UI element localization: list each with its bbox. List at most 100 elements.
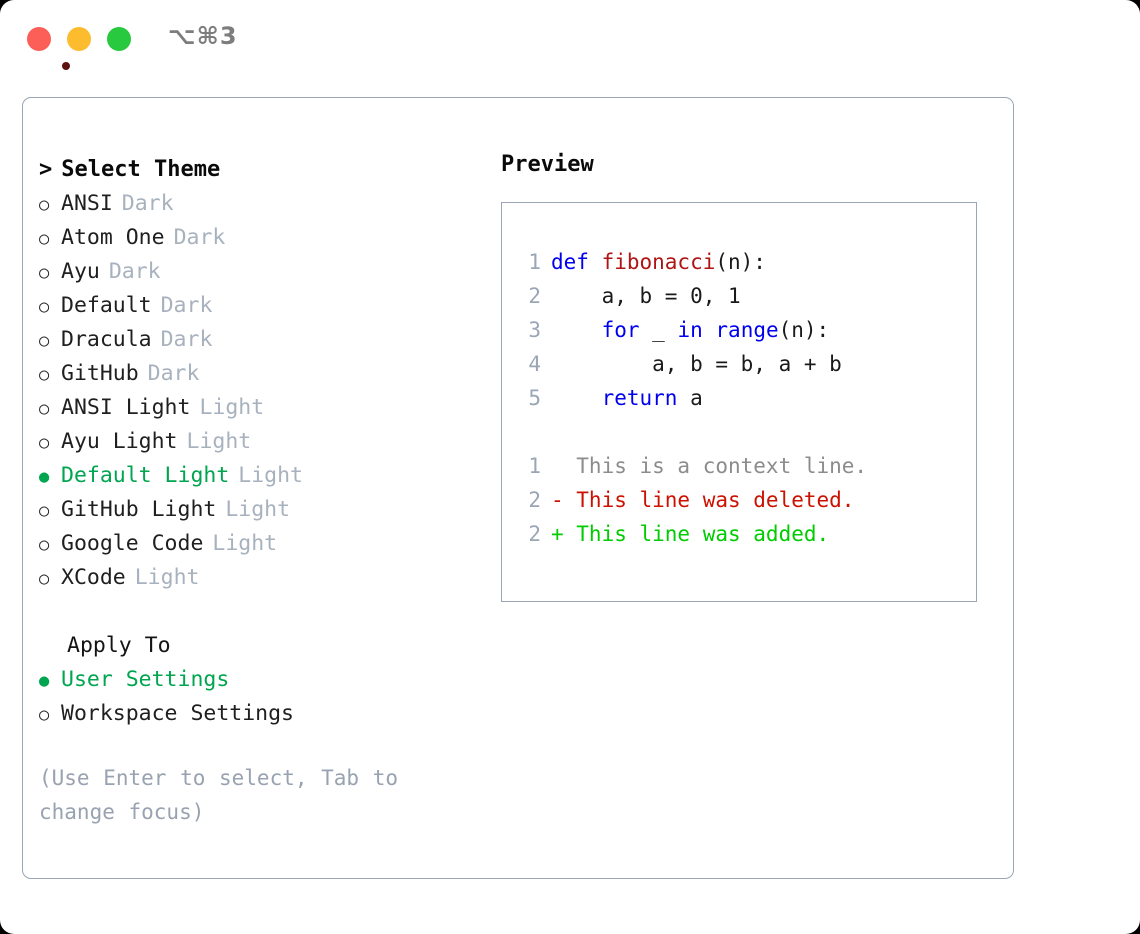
code-token <box>703 318 716 342</box>
keyboard-hint-text: (Use Enter to select, Tab to change focu… <box>39 766 399 824</box>
code-token: in <box>677 318 703 342</box>
theme-name: Ayu <box>61 259 100 284</box>
code-token: def <box>551 250 602 274</box>
radio-selected-icon <box>39 459 61 494</box>
code-token: for <box>601 318 640 342</box>
theme-name: Default Light <box>61 463 230 488</box>
theme-name: GitHub <box>61 361 139 386</box>
theme-list-item[interactable]: ANSI Light Light <box>39 391 489 425</box>
radio-unselected-icon <box>39 357 61 392</box>
theme-name: Ayu Light <box>61 429 178 454</box>
apply-to-option[interactable]: User Settings <box>39 663 489 697</box>
theme-list-item[interactable]: GitHub Light Light <box>39 493 489 527</box>
radio-unselected-icon <box>39 391 61 426</box>
theme-list-item[interactable]: Ayu Light Light <box>39 425 489 459</box>
theme-kind-badge: Light <box>225 497 291 522</box>
theme-name: XCode <box>61 565 126 590</box>
code-line-number: 4 <box>528 352 541 376</box>
theme-list-item[interactable]: Default Light Light <box>39 459 489 493</box>
code-token: a, b = 0, 1 <box>551 284 741 308</box>
diff-line-text: This is a context line. <box>551 454 868 478</box>
radio-unselected-icon <box>39 697 61 732</box>
select-theme-title: Select Theme <box>61 157 221 182</box>
code-token: (n): <box>715 250 766 274</box>
close-window-button[interactable] <box>27 27 70 70</box>
diff-line: 2 - This line was deleted. <box>515 483 968 517</box>
code-token: return <box>601 386 678 410</box>
maximize-window-button[interactable] <box>107 27 131 51</box>
radio-unselected-icon <box>39 323 61 358</box>
diff-line-number: 2 <box>528 522 541 546</box>
radio-unselected-icon <box>39 561 61 596</box>
theme-list-item[interactable]: Ayu Dark <box>39 255 489 289</box>
prompt-caret-icon: > <box>39 157 53 182</box>
preview-heading: Preview <box>501 152 594 177</box>
theme-list-item[interactable]: Default Dark <box>39 289 489 323</box>
theme-kind-badge: Dark <box>173 225 226 250</box>
theme-kind-badge: Light <box>199 395 265 420</box>
theme-name: ANSI <box>61 191 113 216</box>
diff-line: 2+ This line was added. <box>515 517 968 551</box>
code-token: (n): <box>778 318 830 342</box>
radio-unselected-icon <box>39 493 61 528</box>
select-theme-heading: > Select Theme <box>39 153 489 187</box>
code-blank-line <box>515 415 968 449</box>
theme-name: GitHub Light <box>61 497 217 522</box>
theme-list-item[interactable]: ANSI Dark <box>39 187 489 221</box>
diff-line-number: 2 <box>528 488 541 512</box>
apply-to-heading: Apply To <box>67 633 171 658</box>
code-line-number: 2 <box>528 284 541 308</box>
theme-kind-badge: Light <box>238 463 304 488</box>
radio-unselected-icon <box>39 527 61 562</box>
code-line-number: 5 <box>528 386 541 410</box>
code-line: 2 a, b = 0, 1 <box>515 279 968 313</box>
theme-kind-badge: Dark <box>160 293 213 318</box>
theme-kind-badge: Light <box>134 565 200 590</box>
radio-unselected-icon <box>39 425 61 460</box>
theme-kind-badge: Light <box>186 429 252 454</box>
list-spacer <box>39 595 489 629</box>
theme-name: Default <box>61 293 152 318</box>
recording-indicator-icon <box>62 62 70 70</box>
diff-line: 1 This is a context line. <box>515 449 968 483</box>
theme-list-item[interactable]: Atom One Dark <box>39 221 489 255</box>
radio-unselected-icon <box>39 255 61 290</box>
minimize-window-button[interactable] <box>67 27 91 51</box>
apply-to-option[interactable]: Workspace Settings <box>39 697 489 731</box>
diff-block: 1 This is a context line. 2 - This line wa… <box>515 449 968 551</box>
theme-kind-badge: Dark <box>121 191 174 216</box>
radio-unselected-icon <box>39 289 61 324</box>
radio-selected-icon <box>39 663 61 698</box>
diff-line-text: - This line was deleted. <box>551 488 855 512</box>
theme-list: ANSIDarkAtom OneDarkAyuDarkDefaultDarkDr… <box>39 187 489 595</box>
code-line: 5 return a <box>515 381 968 415</box>
apply-to-list: User SettingsWorkspace Settings <box>39 663 489 731</box>
theme-name: ANSI Light <box>61 395 191 420</box>
code-token <box>551 386 602 410</box>
theme-list-item[interactable]: XCode Light <box>39 561 489 595</box>
code-line: 1 def fibonacci(n): <box>515 245 968 279</box>
code-token: fibonacci <box>601 250 716 274</box>
theme-name: Dracula <box>61 327 152 352</box>
code-line: 3 for _ in range(n): <box>515 313 968 347</box>
code-token <box>551 318 602 342</box>
theme-kind-badge: Dark <box>108 259 161 284</box>
code-token: a <box>677 386 703 410</box>
theme-kind-badge: Light <box>212 531 278 556</box>
theme-list-column: >Select Theme ANSIDarkAtom OneDarkAyuDar… <box>39 153 489 829</box>
radio-unselected-icon <box>39 187 61 222</box>
theme-name: Atom One <box>61 225 165 250</box>
title-bar: ⌥⌘3 <box>0 0 1140 78</box>
radio-unselected-icon <box>39 221 61 256</box>
code-line-number: 1 <box>528 250 541 274</box>
theme-selector-panel: >Select Theme ANSIDarkAtom OneDarkAyuDar… <box>22 97 1014 879</box>
apply-to-label: User Settings <box>61 667 230 692</box>
